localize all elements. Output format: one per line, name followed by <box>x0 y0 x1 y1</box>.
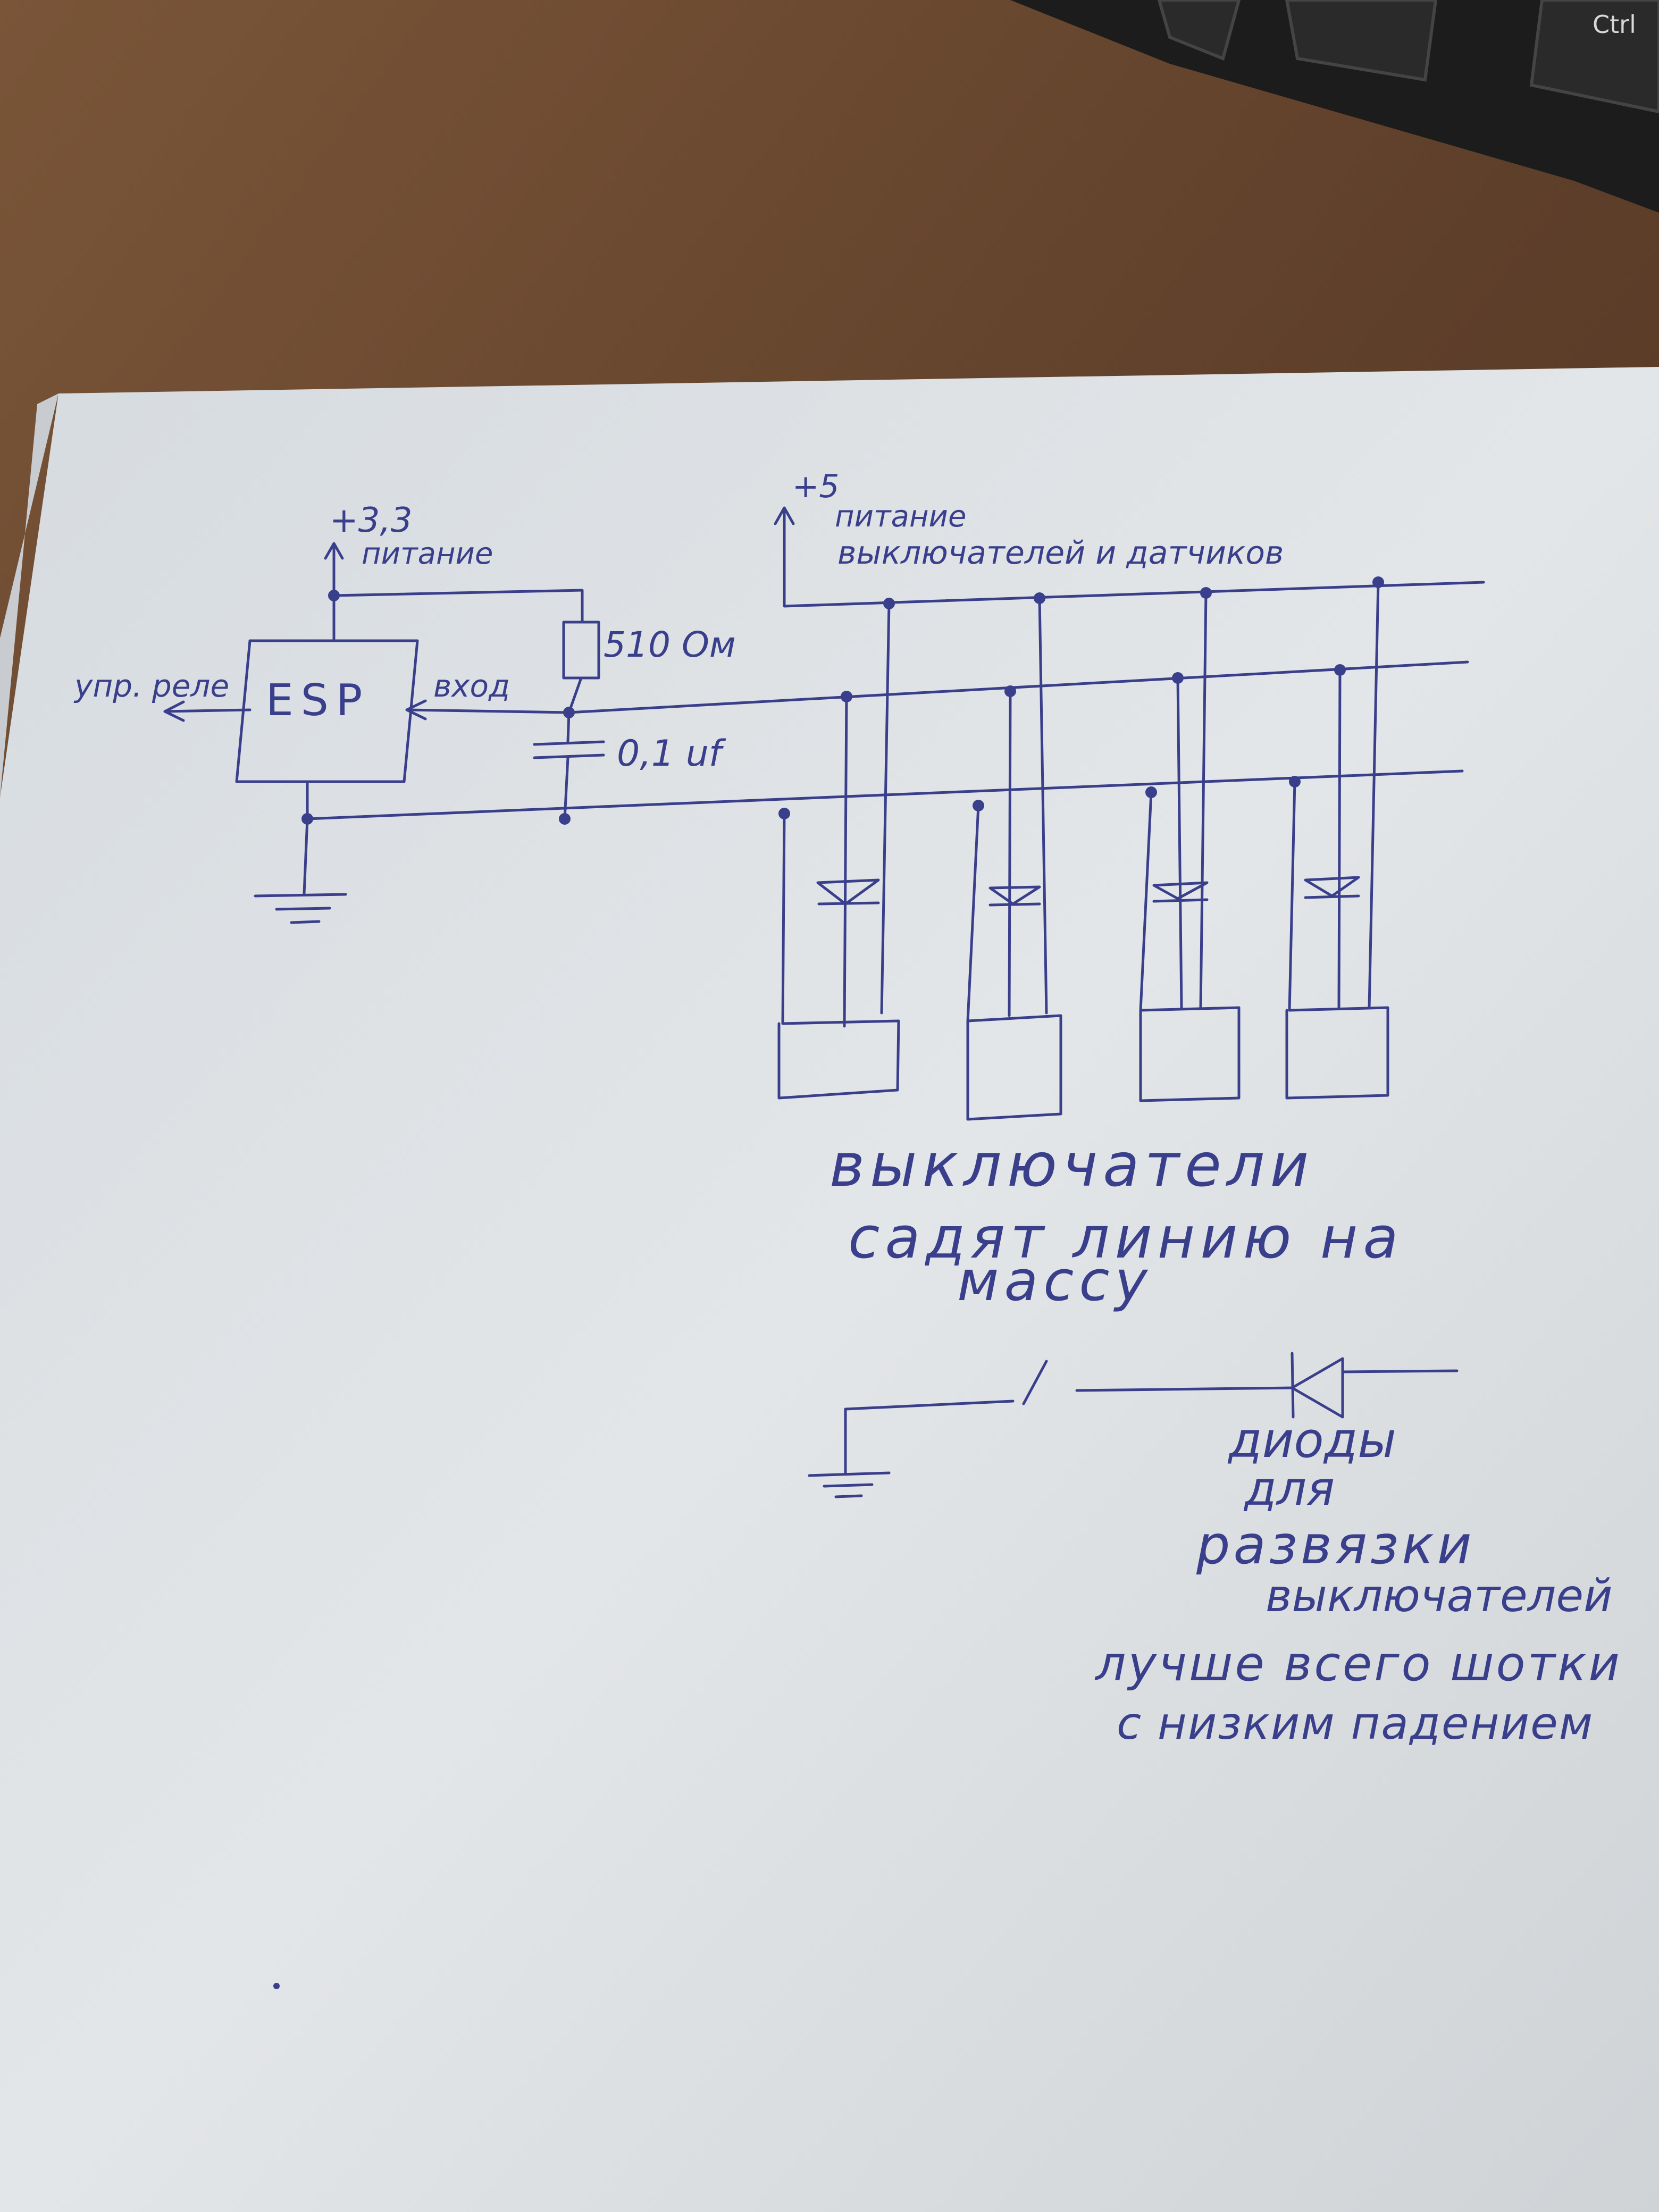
switch3-signal-wire <box>1176 676 1183 1009</box>
note-switches-line1: выключатели <box>830 1131 1314 1200</box>
signal-bus <box>567 660 1469 714</box>
note-diodes-line1: диоды <box>1227 1412 1396 1469</box>
ground-symbol-icon <box>254 893 347 924</box>
note-diodes-line3: развязки <box>1196 1514 1475 1576</box>
relay-out-wire <box>163 708 252 713</box>
diode-4-icon <box>1304 876 1360 899</box>
legend-diode-lead-left <box>1075 1386 1294 1392</box>
legend-switch-blade <box>1022 1360 1048 1405</box>
resistor-lead <box>567 676 583 714</box>
v5-label: +5 <box>792 468 839 505</box>
switch1-signal-wire <box>843 695 848 1028</box>
v33-rail <box>332 589 584 624</box>
legend-diode-icon <box>1291 1357 1344 1419</box>
esp-label: ESP <box>266 675 370 726</box>
note-diodes-line6: с низким падением <box>1117 1697 1594 1749</box>
note-diodes-line4: выключателей <box>1266 1570 1613 1622</box>
relay-out-label: упр. реле <box>73 668 229 704</box>
switch-box-4 <box>1285 780 1389 1100</box>
switch2-power-wire <box>1038 597 1048 1015</box>
circuit-diagram <box>163 506 1485 1498</box>
ground-wire <box>303 817 309 895</box>
input-arrow-icon <box>405 699 427 720</box>
switch1-power-wire <box>880 602 891 1015</box>
power-label: питание <box>362 537 493 571</box>
v33-arrow-icon <box>324 542 344 560</box>
input-wire <box>405 708 571 714</box>
junction-dots <box>273 576 1384 1989</box>
legend-diode-bar <box>1291 1352 1295 1419</box>
capacitor-plate-top <box>533 740 605 746</box>
capacitor-label: 0,1 uf <box>617 733 726 775</box>
paper-under-sheet <box>0 393 58 798</box>
diode-1-icon <box>816 878 880 906</box>
note-diodes-line2: для <box>1243 1461 1335 1516</box>
keyboard: Ctrl <box>1010 0 1659 213</box>
switch-box-3 <box>1139 791 1241 1102</box>
v33-label: +3,3 <box>330 501 412 540</box>
ctrl-key-label: Ctrl <box>1593 10 1636 39</box>
note-switches-line2: садят линию на <box>848 1205 1404 1271</box>
input-label: вход <box>433 668 510 704</box>
v5-arrow-icon <box>774 506 795 525</box>
circuit-labels: +3,3 питание упр. реле ESP вход 510 Ом 0… <box>73 468 1284 775</box>
switch2-signal-wire <box>1008 690 1012 1017</box>
switch3-power-wire <box>1199 591 1208 1009</box>
switch4-signal-wire <box>1337 668 1342 1009</box>
power5-label-line1: питание <box>835 499 966 534</box>
handwritten-notes: выключатели садят линию на массу диоды д… <box>830 1131 1622 1749</box>
legend-ground-symbol-icon <box>808 1471 891 1498</box>
legend-diode-lead-right <box>1341 1369 1459 1373</box>
switch-box-1 <box>777 812 900 1100</box>
diode-2-icon <box>988 885 1041 907</box>
resistor-label: 510 Ом <box>604 624 736 665</box>
switch4-power-wire <box>1368 581 1380 1009</box>
power5-label-line2: выключателей и датчиков <box>837 534 1284 572</box>
legend-switch-lead <box>844 1400 1015 1411</box>
capacitor-plate-bottom <box>533 753 605 759</box>
relay-arrow-icon <box>163 700 185 722</box>
v5-rail <box>783 509 1485 608</box>
esp-box <box>235 639 419 783</box>
paper-sheet <box>0 367 1659 2212</box>
switch-box-2 <box>966 804 1062 1121</box>
note-diodes-line5: лучше всего шотки <box>1094 1636 1622 1692</box>
diode-3-icon <box>1152 881 1209 903</box>
note-switches-line3: массу <box>957 1249 1153 1313</box>
